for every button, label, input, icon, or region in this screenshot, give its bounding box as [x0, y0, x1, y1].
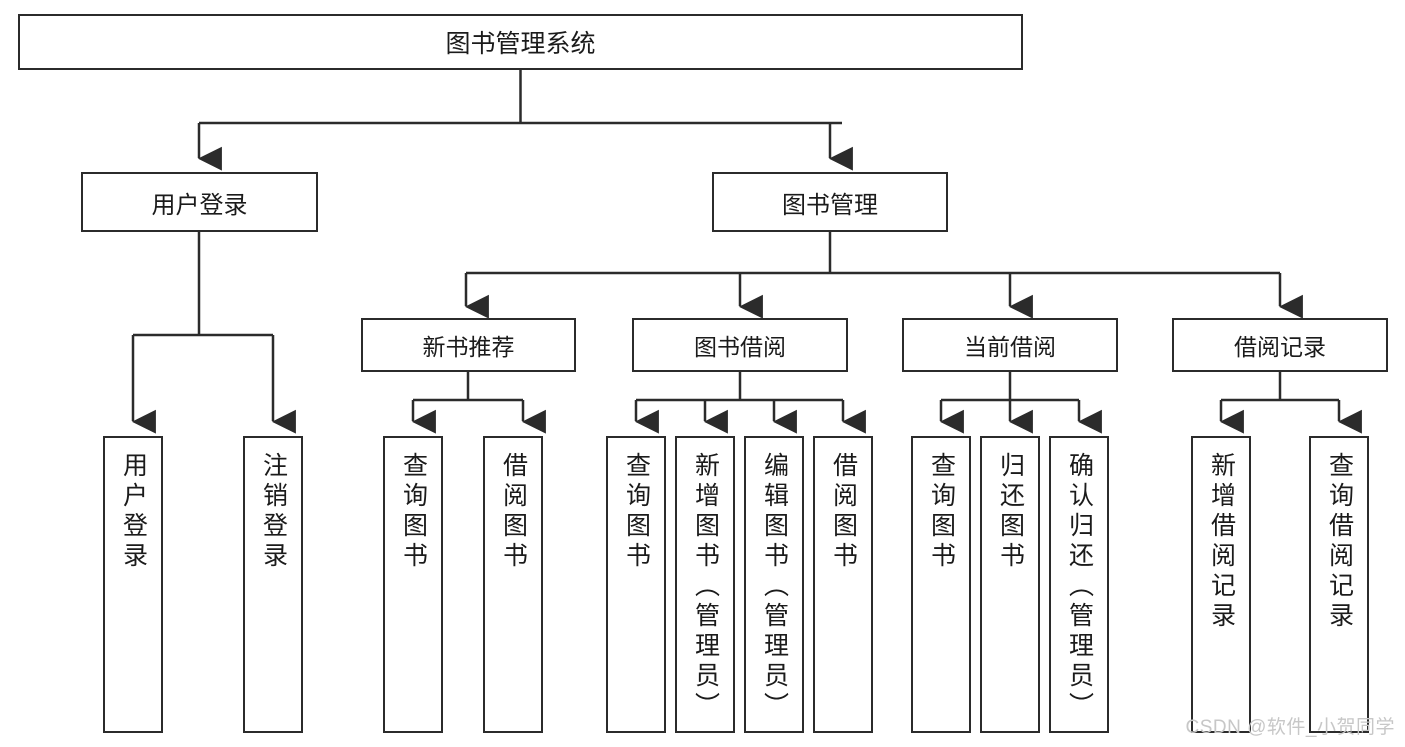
leaf-query-book-borrow[interactable]: 查询图书 — [606, 436, 666, 733]
node-current-borrow[interactable]: 当前借阅 — [902, 318, 1118, 372]
leaf-add-borrow-record[interactable]: 新增借阅记录 — [1191, 436, 1251, 733]
node-label: 新增图书（管理员） — [691, 452, 720, 722]
node-label: 查询图书 — [622, 452, 651, 572]
node-label: 借阅记录 — [1234, 334, 1326, 360]
node-label: 查询图书 — [399, 452, 428, 572]
node-label: 用户登录 — [151, 191, 248, 219]
node-label: 图书借阅 — [694, 334, 786, 360]
node-borrow-record[interactable]: 借阅记录 — [1172, 318, 1388, 372]
csdn-watermark: CSDN @软件_小贺同学 — [1185, 717, 1395, 738]
node-label: 归还图书 — [996, 452, 1025, 572]
node-book-management[interactable]: 图书管理 — [712, 172, 948, 232]
node-label: 新书推荐 — [422, 334, 515, 360]
leaf-query-book-recommend[interactable]: 查询图书 — [383, 436, 443, 733]
leaf-query-book-current[interactable]: 查询图书 — [911, 436, 971, 733]
node-label: 用户登录 — [119, 452, 148, 572]
node-label: 借阅图书 — [499, 452, 528, 572]
node-label: 当前借阅 — [964, 334, 1056, 360]
node-label: 编辑图书（管理员） — [760, 452, 789, 722]
node-label: 查询图书 — [927, 452, 956, 572]
node-label: 借阅图书 — [829, 452, 858, 572]
leaf-add-book-admin[interactable]: 新增图书（管理员） — [675, 436, 735, 733]
leaf-confirm-return-admin[interactable]: 确认归还（管理员） — [1049, 436, 1109, 733]
leaf-return-book[interactable]: 归还图书 — [980, 436, 1040, 733]
leaf-logout-login[interactable]: 注销登录 — [243, 436, 303, 733]
node-book-borrow[interactable]: 图书借阅 — [632, 318, 848, 372]
node-user-login[interactable]: 用户登录 — [81, 172, 318, 232]
leaf-user-login[interactable]: 用户登录 — [103, 436, 163, 733]
node-label: 注销登录 — [259, 452, 288, 572]
node-label: 查询借阅记录 — [1325, 452, 1354, 632]
node-label: 图书管理系统 — [445, 30, 596, 58]
node-root-book-management-system[interactable]: 图书管理系统 — [18, 14, 1023, 70]
leaf-edit-book-admin[interactable]: 编辑图书（管理员） — [744, 436, 804, 733]
leaf-borrow-book[interactable]: 借阅图书 — [813, 436, 873, 733]
leaf-borrow-book-recommend[interactable]: 借阅图书 — [483, 436, 543, 733]
node-label: 图书管理 — [782, 191, 878, 219]
node-label: 新增借阅记录 — [1207, 452, 1236, 632]
node-new-book-recommend[interactable]: 新书推荐 — [361, 318, 576, 372]
leaf-query-borrow-record[interactable]: 查询借阅记录 — [1309, 436, 1369, 733]
node-label: 确认归还（管理员） — [1065, 452, 1094, 722]
